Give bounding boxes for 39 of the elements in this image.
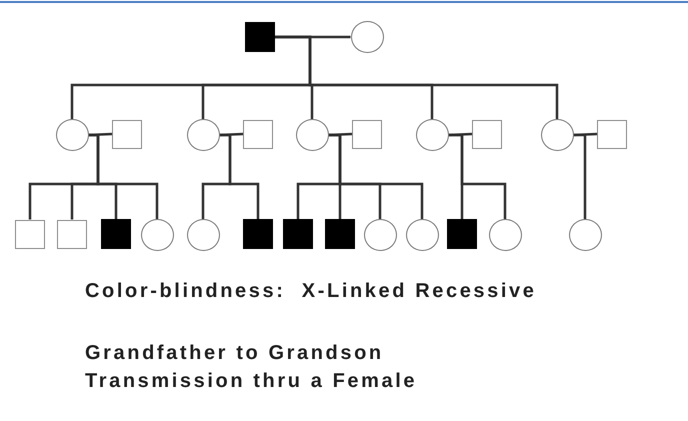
female-circle [296,119,328,151]
descent-line [275,36,558,119]
female-circle [56,119,88,151]
affected-male-square [101,219,131,249]
mating-line [88,132,112,136]
male-square [243,120,273,148]
female-circle [350,21,384,53]
male-square [112,120,142,148]
male-square [597,120,627,148]
female-circle [568,219,602,251]
female-circle [186,119,220,151]
female-circle [140,219,174,251]
female-circle [364,219,396,251]
male-square [15,220,45,248]
mating-line [328,132,352,136]
descent-line [220,134,260,219]
male-square [352,120,382,148]
note-text: Transmission thru a Female [85,370,418,393]
mating-line [448,132,472,136]
pedigree-heading: Color-blindness: X-Linked Recessive [85,280,536,303]
affected-male-square [325,219,355,249]
affected-male-square [447,219,477,249]
male-square [57,220,87,248]
female-circle [186,219,220,251]
descent-line [574,134,586,219]
female-circle [406,219,438,251]
female-circle [488,219,522,251]
affected-male-square [243,219,273,249]
note-text: Grandfather to Grandson [85,342,384,365]
descent-line [328,134,424,219]
descent-line [88,134,158,219]
affected-male-square [283,219,313,249]
female-circle [540,119,574,151]
mating-line [219,132,244,136]
descent-line [448,134,506,219]
affected-male-square [245,22,275,52]
mating-line [573,132,598,136]
female-circle [416,119,448,151]
male-square [472,120,502,148]
